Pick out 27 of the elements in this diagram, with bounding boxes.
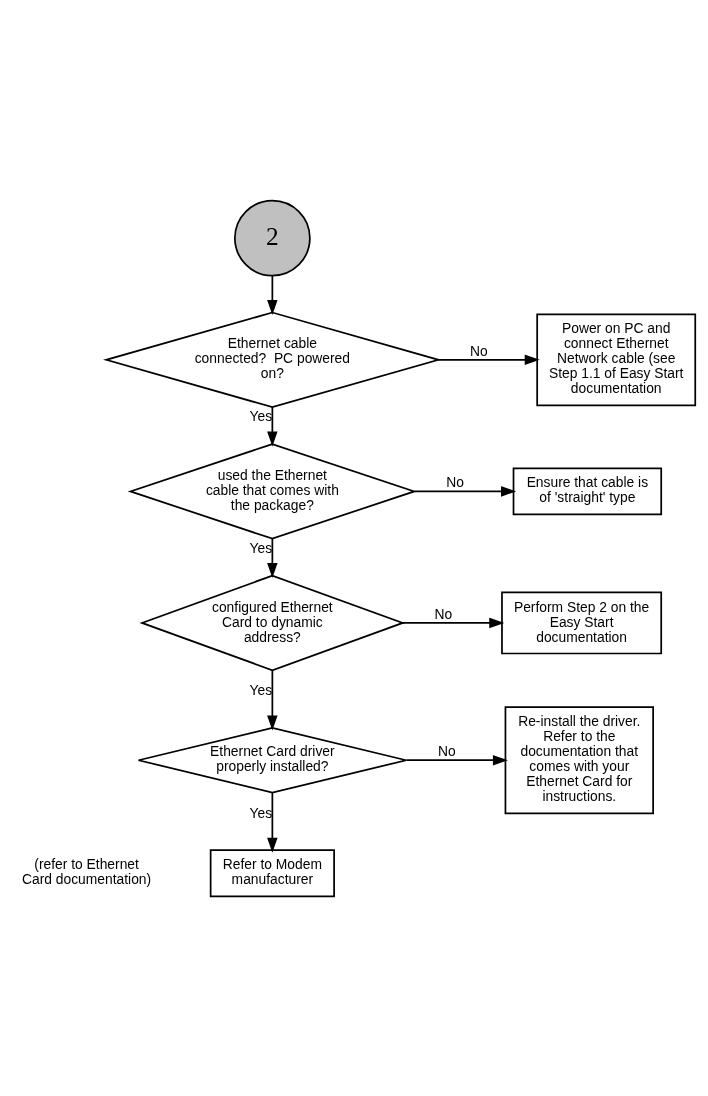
- edge-label: No: [438, 742, 456, 759]
- node-box: Re-install the driver. Refer to the documentation that comes with your Ethernet Card for instructions.: [504, 705, 654, 814]
- edge-label: Yes: [249, 681, 273, 698]
- node-box: Power on PC and connect Ethernet Network cable (see Step 1.1 of Easy Start documentation: [536, 312, 697, 406]
- arrow: [267, 274, 278, 315]
- edge-label: No: [434, 605, 453, 622]
- edge-label: Yes: [249, 539, 273, 556]
- node-diamond: configured Ethernet Card to dynamic address?: [139, 574, 406, 671]
- edge-label: Yes: [249, 407, 273, 424]
- label: (refer to Ethernet Card documentation): [22, 855, 152, 887]
- arrow: [437, 354, 540, 365]
- edge-label: No: [446, 473, 464, 490]
- arrow: [401, 617, 505, 628]
- arrow: [413, 485, 517, 497]
- edge-label: Yes: [249, 804, 273, 821]
- node-box: Refer to Modem manufacturer: [209, 848, 335, 897]
- arrow: [267, 669, 278, 730]
- node-diamond: Ethernet Card driver properly installed?: [137, 726, 408, 793]
- edge-label: No: [470, 342, 488, 359]
- node-diamond: Ethernet cable connected? PC powered on?: [103, 311, 442, 408]
- arrow: [267, 537, 278, 578]
- arrow: [267, 791, 278, 853]
- arrow: [267, 405, 278, 446]
- node-box: Perform Step 2 on the Easy Start documentation: [501, 591, 663, 654]
- arrow: [405, 754, 508, 765]
- node-circle: 2: [234, 199, 311, 276]
- node-box: Ensure that cable is of 'straight' type: [512, 466, 663, 515]
